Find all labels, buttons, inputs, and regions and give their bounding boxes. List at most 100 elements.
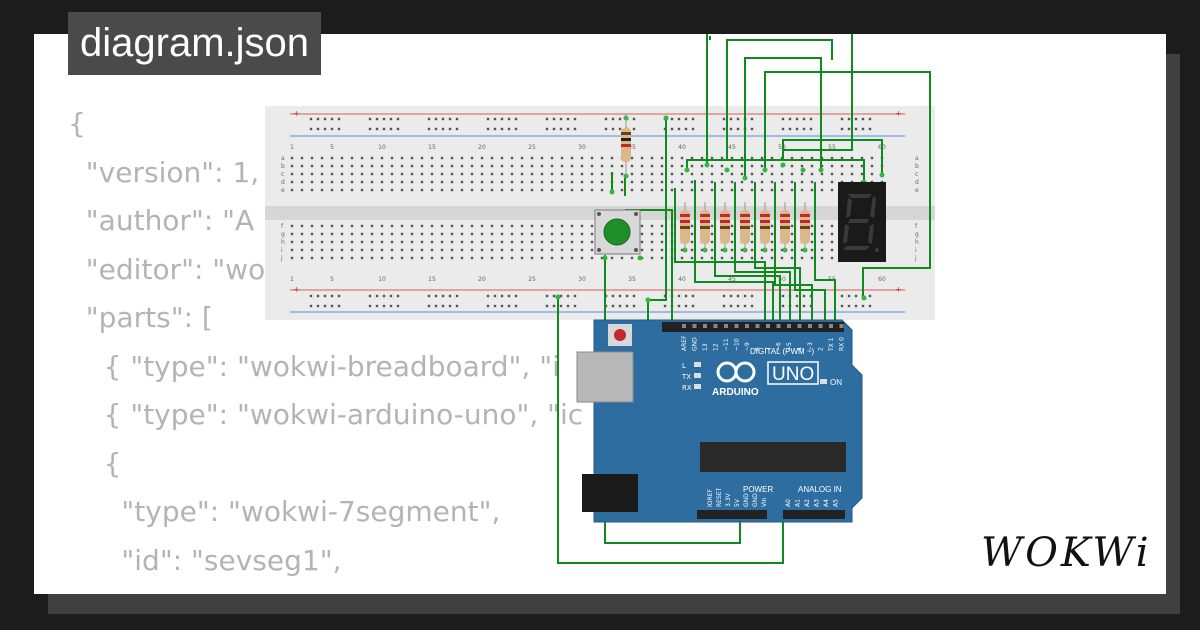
pin-label: TX 1 — [828, 337, 835, 352]
wire — [714, 182, 781, 330]
column-number: 20 — [478, 276, 486, 283]
on-label: ON — [830, 378, 842, 387]
pin-label: GND — [752, 493, 759, 507]
led-label: L — [682, 362, 686, 370]
row-letter: e — [281, 187, 285, 194]
wire — [734, 182, 791, 330]
json-code: { "version": 1, "author": "A "editor": "… — [68, 107, 584, 594]
pin-label: ~9 — [744, 342, 751, 351]
pin — [703, 324, 707, 328]
column-number: 30 — [578, 144, 586, 151]
wire-end — [637, 255, 643, 261]
column-number: 10 — [378, 144, 386, 151]
wire-end — [645, 297, 651, 303]
wire — [794, 182, 826, 330]
wire-end — [724, 167, 730, 173]
column-number: 45 — [728, 276, 736, 283]
seven-segment-display — [838, 182, 886, 262]
pin — [766, 324, 770, 328]
pin-label: Vin — [761, 497, 768, 507]
wire — [764, 71, 931, 298]
wire — [744, 57, 822, 180]
wire — [782, 139, 883, 175]
resistor — [760, 202, 770, 250]
column-number: 40 — [678, 144, 686, 151]
logo-text: WOKWi — [981, 530, 1152, 576]
pin — [734, 324, 739, 328]
column-number: 50 — [778, 276, 786, 283]
pin-label: 7 — [765, 347, 772, 351]
wire-end — [879, 172, 885, 178]
wires — [555, 34, 931, 564]
pin-label: A1 — [795, 499, 802, 507]
usb-port — [576, 351, 634, 403]
plus-sign: + — [293, 109, 300, 118]
row-letter: a — [915, 155, 919, 162]
wire-end — [780, 162, 786, 168]
pin-label: A2 — [804, 499, 811, 507]
column-number: 60 — [878, 276, 886, 283]
column-number: 5 — [330, 144, 334, 151]
wire — [625, 209, 673, 330]
column-number: 45 — [728, 144, 736, 151]
column-number: 5 — [330, 276, 334, 283]
pin-label: RESET — [716, 487, 723, 507]
pin — [776, 324, 781, 328]
push-button[interactable] — [594, 209, 641, 255]
wokwi-logo: WOKWi — [981, 530, 1152, 576]
pin — [745, 324, 749, 328]
wire — [726, 39, 833, 160]
column-number: 35 — [628, 276, 636, 283]
led-label: RX — [682, 384, 692, 392]
pin — [818, 324, 823, 328]
row-letter: d — [281, 179, 285, 186]
pin-label: IOREF — [707, 489, 714, 507]
row-letter: c — [915, 171, 918, 178]
column-number: 30 — [578, 276, 586, 283]
wire-end — [684, 167, 690, 173]
wire-end — [609, 189, 615, 195]
column-number: 1 — [290, 276, 294, 283]
led-label: TX — [681, 373, 691, 381]
wire — [814, 182, 836, 330]
row-letter: h — [281, 239, 285, 246]
row-letter: b — [915, 163, 919, 170]
pin-label: ~5 — [786, 342, 793, 351]
analog-header — [783, 510, 845, 519]
analog-label: ANALOG IN — [798, 485, 842, 494]
led — [694, 384, 701, 389]
pin-label: A5 — [833, 499, 840, 507]
row-letter: e — [915, 187, 919, 194]
pin-label: GND — [692, 337, 699, 351]
pin-label: 2 — [818, 347, 825, 351]
row-letter: a — [281, 155, 285, 162]
row-letter: g — [915, 231, 919, 238]
status-leds: L TX RX — [681, 362, 701, 392]
top-header — [662, 322, 844, 332]
pin — [755, 324, 760, 328]
pin — [787, 324, 791, 328]
row-letter: j — [914, 255, 917, 262]
pin — [808, 324, 812, 328]
pin — [724, 324, 728, 328]
wire-end — [704, 162, 710, 168]
pin-label: 4 — [797, 347, 804, 351]
column-number: 15 — [428, 144, 436, 151]
pin — [829, 324, 833, 328]
file-tab[interactable]: diagram.json — [68, 12, 322, 75]
wire — [648, 118, 667, 301]
pin-label: ~6 — [776, 342, 783, 351]
pin — [713, 324, 718, 328]
row-letter: i — [281, 247, 283, 254]
resistor — [740, 202, 750, 250]
pin-label: 13 — [702, 343, 709, 351]
column-number: 10 — [378, 276, 386, 283]
resistors — [621, 114, 810, 250]
wire-end — [742, 175, 748, 181]
button-cap[interactable] — [603, 218, 631, 246]
column-number: 25 — [528, 144, 536, 151]
wire — [686, 159, 865, 182]
wire-end — [800, 167, 806, 173]
column-number: 15 — [428, 276, 436, 283]
